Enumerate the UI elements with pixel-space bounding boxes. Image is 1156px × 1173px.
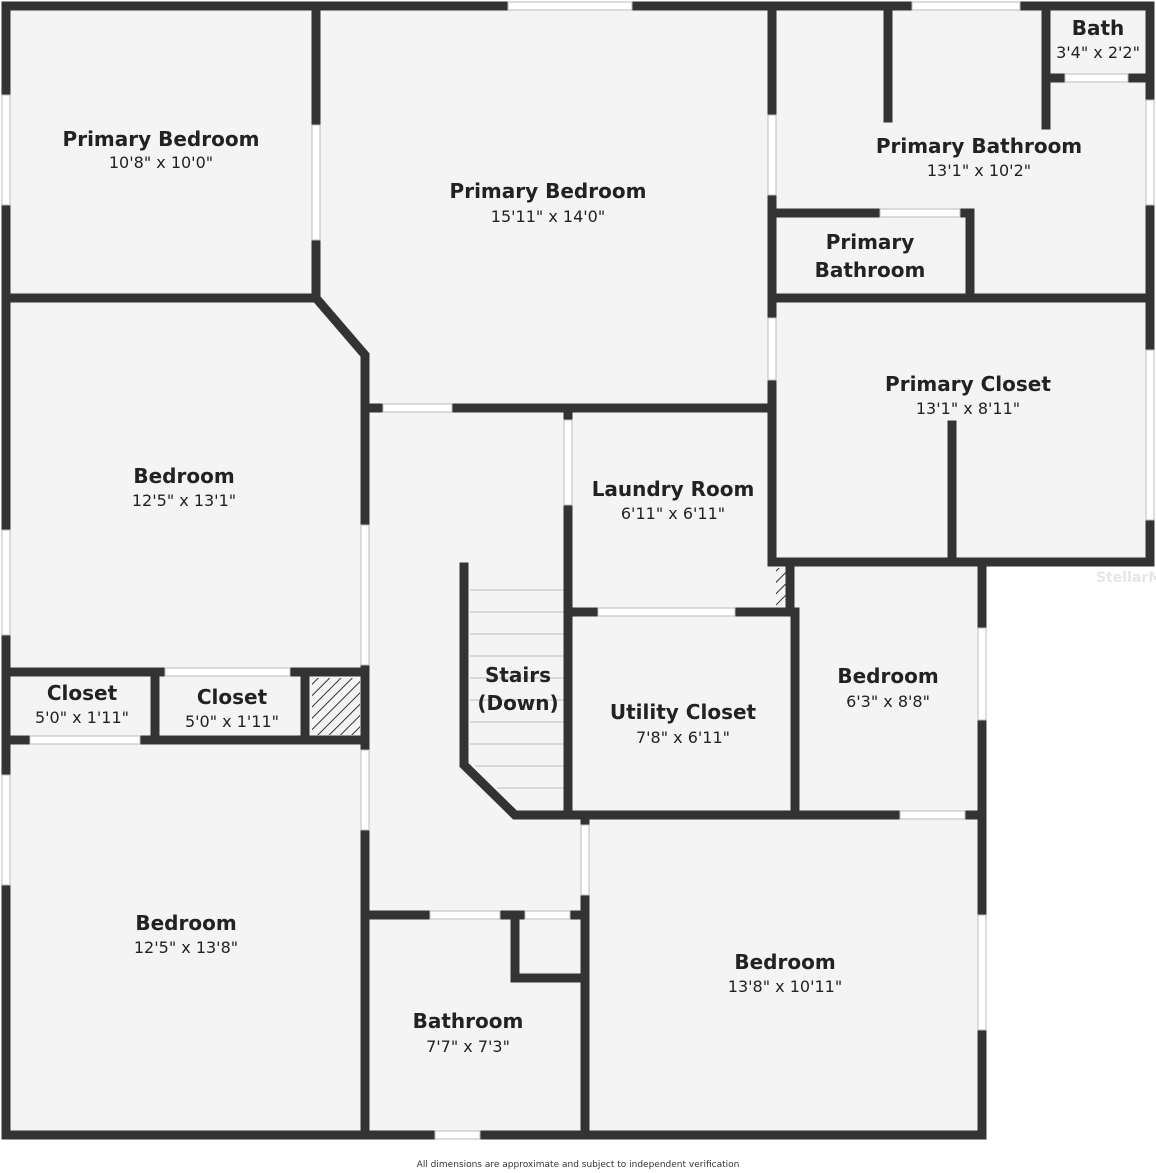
room-name: Primary Bedroom: [63, 127, 260, 151]
room-name: Bath: [1072, 16, 1125, 40]
room-dimensions: 5'0" x 1'11": [35, 708, 129, 727]
room-name: Laundry Room: [592, 477, 755, 501]
room-name: Bathroom: [815, 258, 926, 282]
room-name: Bedroom: [135, 911, 236, 935]
stairs-treads: [470, 589, 564, 789]
windows-and-openings: [1, 1, 1155, 1140]
room-dimensions: 15'11" x 14'0": [491, 207, 605, 226]
room-name: Primary: [826, 230, 915, 254]
room-name: Bedroom: [133, 464, 234, 488]
room-name: Primary Bathroom: [876, 134, 1082, 158]
room-dimensions: 12'5" x 13'1": [132, 491, 236, 510]
room-name: Utility Closet: [610, 700, 757, 724]
room-name: Primary Closet: [885, 372, 1051, 396]
room-name: Primary Bedroom: [450, 179, 647, 203]
room-dimensions: 7'8" x 6'11": [636, 728, 730, 747]
room-dimensions: 6'11" x 6'11": [621, 504, 725, 523]
room-labels: Primary Bedroom 10'8" x 10'0" Primary Be…: [35, 16, 1140, 1056]
room-dimensions: 12'5" x 13'8": [134, 938, 238, 957]
watermark: StellarM: [1096, 570, 1156, 586]
room-dimensions: 10'8" x 10'0": [109, 153, 213, 172]
room-name: Bedroom: [837, 664, 938, 688]
floor-area: [6, 6, 1150, 1135]
hatched-shaft: [312, 678, 360, 735]
room-name: Bathroom: [413, 1009, 524, 1033]
room-dimensions: 7'7" x 7'3": [426, 1037, 510, 1056]
room-dimensions: 13'1" x 8'11": [916, 399, 1020, 418]
room-dimensions: 5'0" x 1'11": [185, 712, 279, 731]
room-dimensions: 13'1" x 10'2": [927, 161, 1031, 180]
disclaimer: All dimensions are approximate and subje…: [416, 1160, 740, 1170]
room-name: Closet: [197, 685, 268, 709]
room-dimensions: 3'4" x 2'2": [1056, 43, 1140, 62]
room-name: Stairs: [485, 663, 551, 687]
room-name: Closet: [47, 681, 118, 705]
room-dimensions: 13'8" x 10'11": [728, 977, 842, 996]
room-dimensions: 6'3" x 8'8": [846, 692, 930, 711]
room-name: Bedroom: [734, 950, 835, 974]
room-name: (Down): [477, 691, 558, 715]
